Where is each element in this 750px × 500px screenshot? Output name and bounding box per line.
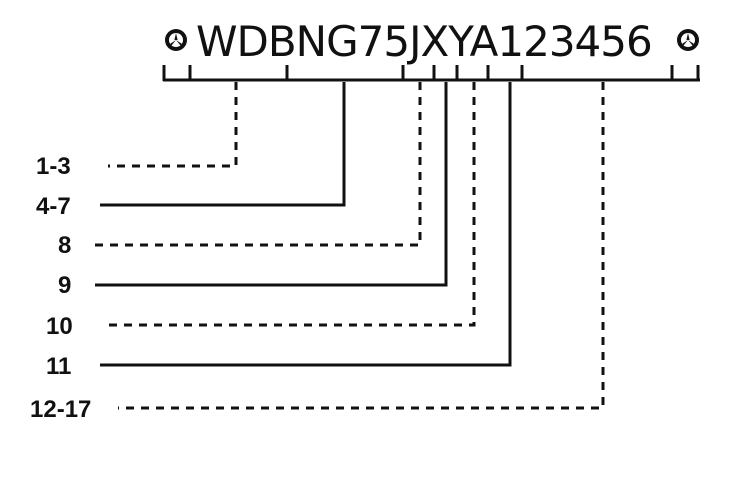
connector-9 (95, 82, 448, 287)
connector-4-7 (100, 82, 346, 207)
position-label-10: 10 (46, 313, 73, 340)
position-label-11: 11 (46, 353, 71, 380)
position-label-4-7: 4-7 (36, 193, 71, 220)
connector-12-17 (118, 82, 605, 410)
position-label-8: 8 (58, 232, 71, 259)
vin-number: WDBNG75JXYA123456 (196, 17, 652, 66)
connector-11 (100, 82, 512, 367)
connector-10 (105, 82, 476, 327)
connector-8 (95, 82, 422, 247)
bracket-ticks (162, 65, 700, 81)
position-label-1-3: 1-3 (36, 153, 71, 180)
connector-1-3 (108, 82, 238, 168)
position-label-12-17: 12-17 (30, 396, 91, 423)
position-label-9: 9 (58, 272, 71, 299)
mercedes-star-icon (165, 29, 187, 51)
mercedes-star-icon (677, 29, 699, 51)
